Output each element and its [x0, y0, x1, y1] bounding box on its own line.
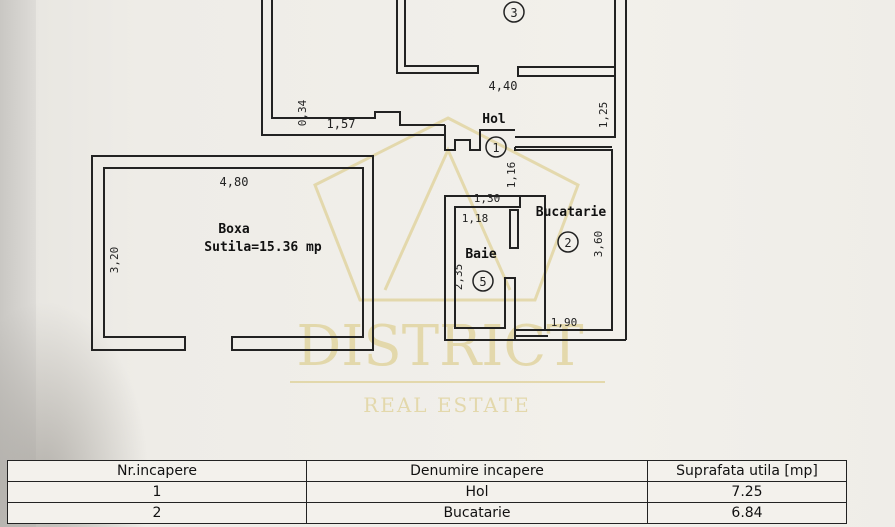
room-name-boxa: Boxa: [218, 222, 249, 237]
dim-boxa-width: 4,80: [220, 175, 249, 189]
dim-buc-190: 1,90: [551, 316, 578, 329]
watermark-pentagon: [313, 116, 580, 302]
dim-157: 1,57: [327, 117, 356, 131]
wall-window: [515, 329, 548, 337]
row-nr: 2: [7, 502, 307, 524]
dim-baie-235: 2,35: [452, 264, 465, 291]
bucatarie-number: 2: [564, 236, 571, 250]
watermark-peak: [383, 146, 512, 291]
row-area: 7.25: [647, 481, 847, 503]
header-denumire: Denumire incapere: [306, 460, 648, 482]
dim-125: 1,25: [597, 102, 610, 129]
watermark-brand: DISTRICT: [296, 314, 583, 379]
wall-baie-door: [509, 209, 519, 249]
wall-hol-door: [444, 125, 515, 151]
table-row: 2 Bucatarie 6.84: [7, 502, 847, 524]
header-suprafata: Suprafata utila [mp]: [647, 460, 847, 482]
baie-circle: [472, 270, 494, 292]
rooms-table: Nr.incapere Denumire incapere Suprafata …: [7, 460, 847, 524]
dim-034: 0,34: [296, 99, 309, 126]
header-nr: Nr.incapere: [7, 460, 307, 482]
wall-room3-left: [396, 0, 479, 74]
room3-circle: [503, 1, 525, 23]
room-name-hol: Hol: [482, 112, 505, 127]
boxa-area: Sutila=15.36 mp: [204, 240, 322, 255]
room-name-bucatarie: Bucatarie: [536, 205, 607, 220]
watermark-logo: DISTRICT REAL ESTATE: [290, 116, 605, 417]
dim-baie-130: 1,30: [474, 192, 501, 205]
table-header-row: Nr.incapere Denumire incapere Suprafata …: [7, 460, 847, 482]
room3-number: 3: [510, 6, 517, 20]
row-nr: 1: [7, 481, 307, 503]
bucatarie-circle: [557, 231, 579, 253]
wall-upper-left: [261, 0, 445, 136]
watermark-tagline: REAL ESTATE: [363, 393, 531, 417]
room-name-baie: Baie: [465, 247, 496, 262]
walls: [91, 0, 627, 351]
dim-buc-360: 3,60: [592, 231, 605, 258]
wall-room3-right: [517, 66, 616, 77]
dim-116: 1,16: [505, 162, 518, 189]
row-area: 6.84: [647, 502, 847, 524]
wall-boxa: [91, 155, 374, 351]
dim-boxa-height: 3,20: [108, 247, 121, 274]
dim-top-width: 4,40: [489, 79, 518, 93]
hol-circle: [485, 136, 507, 158]
wall-baie: [444, 195, 521, 341]
row-name: Bucatarie: [306, 502, 648, 524]
table-row: 1 Hol 7.25: [7, 481, 847, 503]
wall-hol-right: [515, 0, 616, 138]
row-name: Hol: [306, 481, 648, 503]
dim-baie-118: 1,18: [462, 212, 489, 225]
wall-bucatarie: [514, 147, 613, 331]
wall-upper-left-inner: [271, 0, 445, 126]
baie-number: 5: [479, 275, 486, 289]
hol-number: 1: [492, 141, 499, 155]
